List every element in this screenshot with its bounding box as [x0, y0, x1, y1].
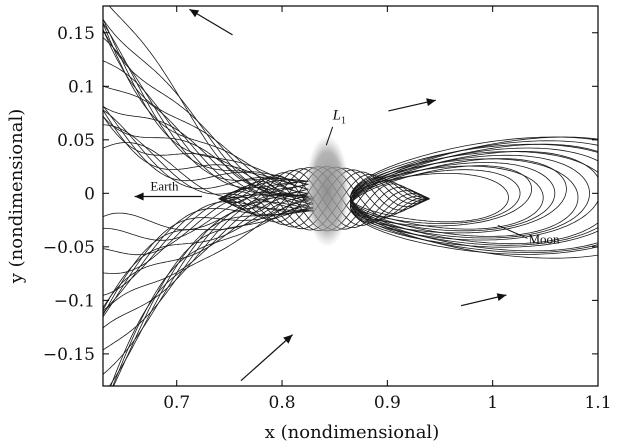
flow-arrow-head [283, 334, 293, 344]
l1-label-subscript: 1 [341, 115, 346, 126]
trajectory-curves [103, 6, 598, 386]
y-tick-label: 0.1 [68, 77, 95, 97]
y-tick-label: −0.05 [43, 238, 95, 258]
trajectory-lower [103, 193, 314, 241]
trajectory-upper [108, 6, 309, 190]
x-tick-label: 0.8 [269, 393, 296, 413]
flow-arrow [240, 334, 293, 382]
trajectory-upper [103, 22, 309, 194]
trajectory-upper [103, 28, 309, 196]
trajectory-upper [103, 105, 309, 190]
trajectory-lower [108, 209, 314, 386]
trajectory-upper [103, 60, 309, 189]
l1-leader-line [325, 126, 334, 146]
flow-arrow-head [189, 9, 200, 18]
trajectory-upper [103, 124, 309, 195]
l1-label: L1 [332, 107, 346, 126]
flow-arrows [134, 8, 507, 382]
trajectory-lunar-loop [350, 136, 598, 255]
y-tick-label: 0.05 [57, 131, 95, 151]
y-tick-label: 0.15 [57, 24, 95, 44]
trajectory-upper [103, 22, 309, 185]
trajectory-upper [103, 18, 309, 194]
annotation-moon: Moon [528, 232, 560, 247]
trajectory-upper [103, 115, 309, 197]
trajectory-lower [103, 195, 314, 309]
x-tick-label: 0.7 [163, 393, 190, 413]
x-tick-label: 1.1 [584, 393, 611, 413]
trajectory-lunar-loop [350, 173, 509, 223]
x-tick-label: 1 [487, 393, 498, 413]
trajectory-upper [103, 85, 309, 194]
x-axis-ticks: 0.7 0.8 0.9 1 1.1 [163, 6, 612, 413]
flow-arrow-head [426, 98, 436, 107]
trajectory-upper [103, 37, 309, 182]
y-tick-label: 0 [84, 184, 95, 204]
trajectory-upper [103, 105, 309, 196]
y-tick-label: −0.1 [54, 291, 95, 311]
flow-arrow-head [134, 192, 144, 201]
x-axis-label: x (nondimensional) [265, 422, 439, 443]
l1-smudge [305, 135, 350, 248]
annotation-earth: Earth [150, 179, 179, 194]
trajectory-lower [103, 203, 314, 318]
trajectory-upper [103, 18, 309, 190]
y-axis-ticks: 0.15 0.1 0.05 0 −0.05 −0.1 −0.15 [43, 24, 598, 365]
trajectory-upper [103, 109, 309, 190]
trajectory-lunar-loop [350, 140, 598, 253]
trajectory-lower [113, 206, 314, 386]
trajectory-lower [103, 196, 314, 311]
y-axis-label: y (nondimensional) [6, 109, 27, 284]
trajectory-upper [103, 28, 309, 196]
y-tick-label: −0.15 [43, 345, 95, 365]
l1-region-smudge [305, 135, 350, 248]
moon-leader-line [497, 224, 528, 239]
trajectory-lower [103, 201, 314, 351]
x-tick-label: 0.9 [374, 393, 401, 413]
trajectory-lower [103, 197, 314, 329]
trajectory-lower [103, 195, 314, 314]
trajectory-lower [103, 199, 314, 316]
plot-frame [102, 5, 599, 387]
flow-arrow-head [496, 293, 507, 301]
